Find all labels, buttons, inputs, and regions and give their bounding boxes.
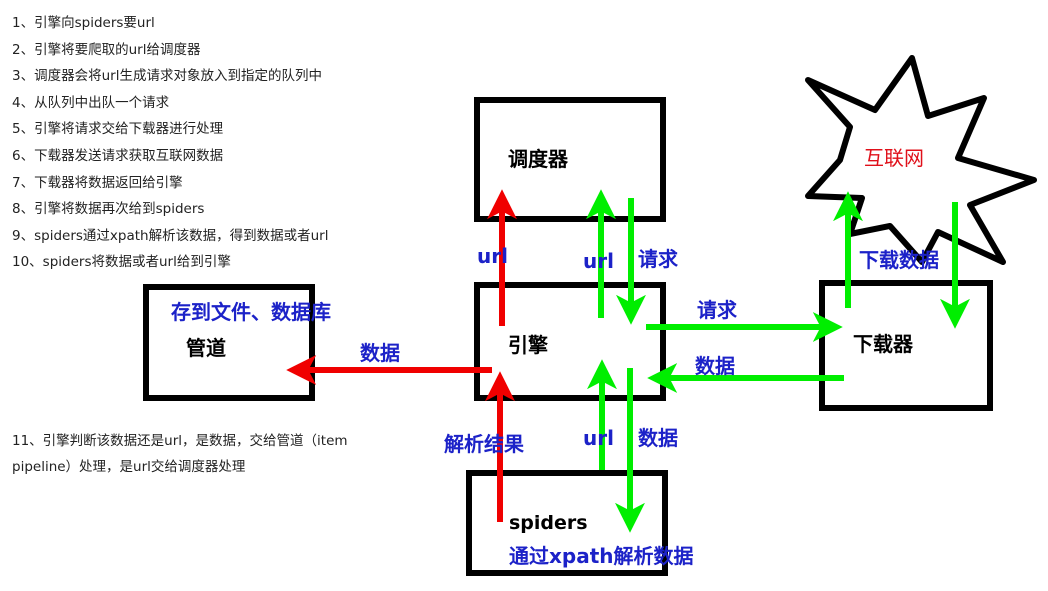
downloader-box (819, 280, 993, 411)
pipeline-box (143, 284, 315, 401)
pipeline-label: 管道 (186, 336, 226, 360)
step-item: 4、从队列中出队一个请求 (12, 94, 170, 111)
edge-label-scheduler-request: 请求 (638, 247, 678, 271)
step-item: 3、调度器会将url生成请求对象放入到指定的队列中 (12, 68, 322, 85)
step-item: 9、spiders通过xpath解析该数据，得到数据或者url (12, 227, 329, 244)
step-item: 1、引擎向spiders要url (12, 15, 155, 31)
edge-label-engine-pipeline: 数据 (360, 341, 400, 365)
scheduler-box (474, 97, 666, 222)
downloader-label: 下载器 (853, 332, 913, 356)
edge-label-engine-scheduler-url: url (477, 244, 508, 268)
spiders-caption: 通过xpath解析数据 (509, 544, 694, 568)
engine-label: 引擎 (508, 333, 548, 357)
spiders-box (466, 470, 668, 576)
engine-box (474, 282, 666, 401)
edge-label-engine-downloader: 请求 (697, 298, 737, 322)
pipeline-caption: 存到文件、数据库 (171, 300, 331, 324)
edge-label-scheduler-url: url (583, 249, 614, 273)
edge-label-spiders-url: url (583, 426, 614, 450)
edge-label-spiders-data: 数据 (638, 426, 678, 450)
edge-label-download-data: 下载数据 (859, 248, 939, 272)
spiders-label: spiders (509, 512, 588, 534)
step-item: 2、引擎将要爬取的url给调度器 (12, 41, 201, 58)
internet-label: 互联网 (864, 146, 924, 170)
step-item: 5、引擎将请求交给下载器进行处理 (12, 121, 224, 138)
edge-label-downloader-engine: 数据 (695, 354, 735, 378)
step-item: 10、spiders将数据或者url给到引擎 (12, 254, 231, 271)
step-item: 6、下载器发送请求获取互联网数据 (12, 147, 224, 164)
edge-label-spiders-result: 解析结果 (444, 432, 524, 456)
scheduler-label: 调度器 (508, 147, 568, 171)
step-note: 11、引擎判断该数据还是url，是数据，交给管道（item pipeline）处… (12, 433, 348, 475)
step-item: 8、引擎将数据再次给到spiders (12, 201, 205, 218)
step-item: 7、下载器将数据返回给引擎 (12, 174, 183, 191)
step-list: 1、引擎向spiders要url 2、引擎将要爬取的url给调度器 3、调度器会… (12, 10, 452, 276)
